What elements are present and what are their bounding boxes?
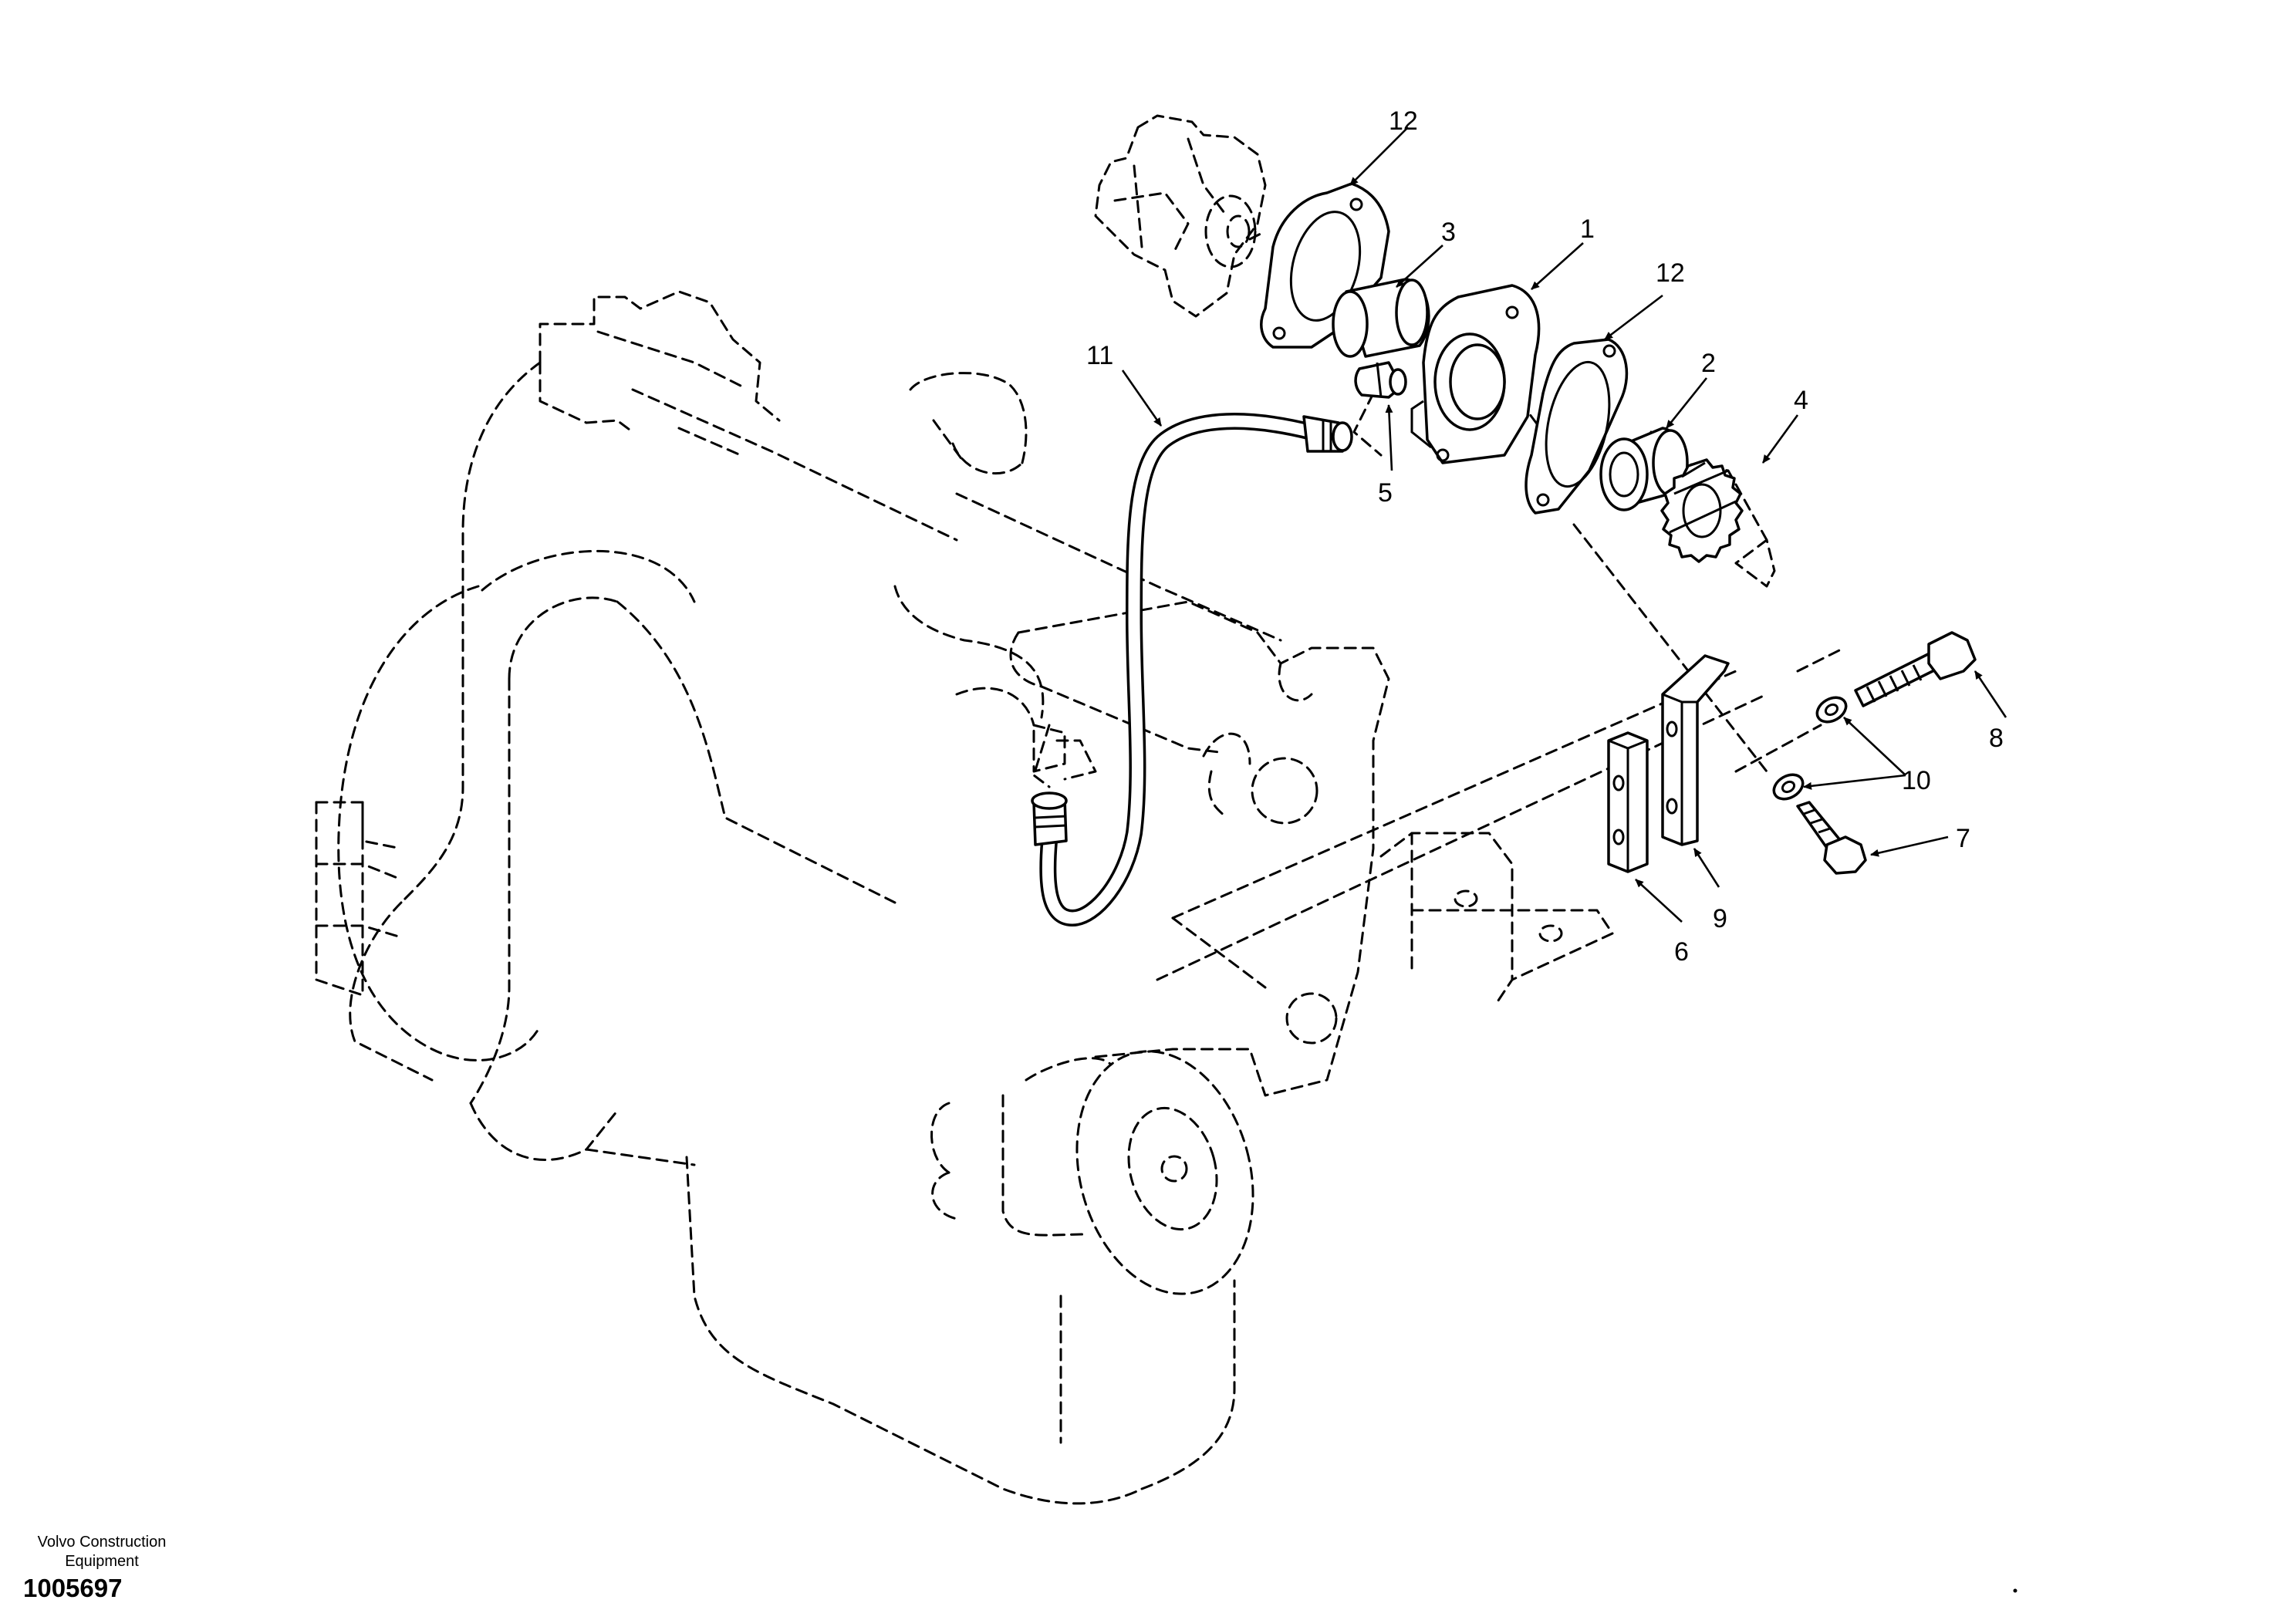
callout-6: 6 [1674, 937, 1689, 967]
callout-7: 7 [1956, 824, 1970, 853]
callout-12-lower: 12 [1656, 258, 1685, 288]
washer-part-10-lower [1772, 773, 1805, 801]
washer-part-10-upper [1815, 696, 1848, 724]
spacer-block-part-6 [1607, 731, 1649, 873]
bolt-part-8 [1854, 631, 1977, 707]
callout-9: 9 [1713, 904, 1727, 933]
gasket-part-12-upper [1260, 182, 1390, 349]
stray-dot [2013, 1588, 2017, 1593]
callout-1: 1 [1580, 214, 1595, 244]
gasket-part-12-lower [1524, 338, 1629, 515]
callout-labels: 12 3 1 12 11 2 4 5 8 10 7 9 6 [1086, 106, 2004, 967]
hydraulic-pump-outline [1094, 114, 1267, 318]
bolt-part-7 [1796, 801, 1867, 875]
callout-8: 8 [1989, 724, 2004, 753]
elbow-fitting-part-5 [1354, 361, 1407, 399]
flange-housing-part-1 [1410, 284, 1541, 464]
gear-part-4 [1660, 458, 1744, 563]
callout-4: 4 [1794, 386, 1808, 415]
callout-11: 11 [1086, 341, 1113, 370]
bracket-part-9 [1661, 654, 1730, 846]
callout-12-upper: 12 [1389, 106, 1418, 136]
callout-2: 2 [1701, 349, 1716, 378]
sleeve-part-3 [1332, 278, 1430, 358]
leader-lines [1121, 127, 2007, 923]
callout-5: 5 [1378, 478, 1393, 508]
hose-part-11 [1031, 413, 1353, 926]
callout-10: 10 [1902, 766, 1931, 795]
drawing-number: 1005697 [23, 1574, 123, 1602]
company-caption: Volvo Construction Equipment [37, 1534, 167, 1570]
callout-3: 3 [1441, 218, 1456, 247]
